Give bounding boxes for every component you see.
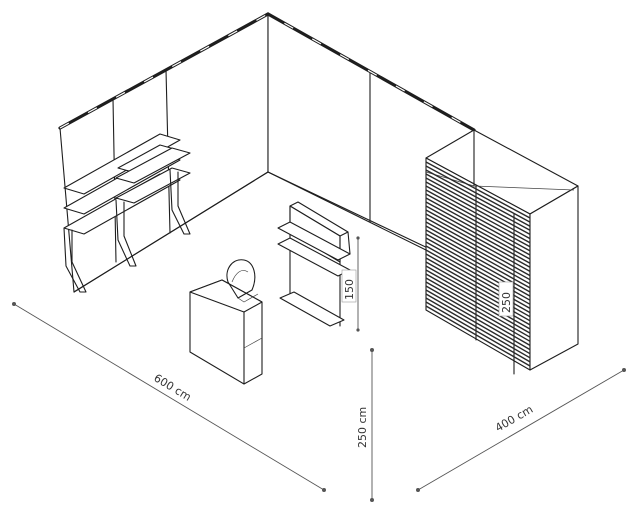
slat — [425, 277, 531, 338]
left-shelving — [63, 133, 191, 293]
height-dimension: 250 cm — [356, 348, 374, 502]
shelf-height-dimension: 150 — [341, 236, 360, 332]
width-dimension: 600 cm — [12, 302, 326, 492]
display-unit — [277, 201, 351, 327]
slat — [425, 209, 531, 268]
storage-height-dimension: 250 — [498, 281, 514, 317]
slat — [425, 289, 531, 351]
slat — [425, 189, 531, 248]
back-walls — [59, 13, 475, 293]
slat — [425, 273, 531, 334]
slat — [425, 169, 531, 227]
slat — [425, 213, 531, 273]
slat — [425, 205, 531, 264]
slat — [425, 285, 531, 347]
height-label: 250 cm — [356, 407, 369, 448]
slat — [425, 293, 531, 355]
storage-height-label: 250 — [500, 292, 513, 313]
slat — [425, 201, 531, 260]
slat — [425, 173, 531, 231]
slat — [425, 197, 531, 256]
slat — [425, 301, 531, 363]
slat — [425, 305, 531, 367]
chair — [226, 259, 259, 303]
slat — [425, 221, 531, 281]
top-rail — [58, 12, 476, 132]
slat — [425, 165, 531, 223]
slat — [425, 181, 531, 240]
slat — [425, 161, 531, 219]
slat — [425, 193, 531, 252]
slat — [425, 225, 531, 285]
depth-dimension: 400 cm — [416, 368, 626, 492]
slat — [425, 185, 531, 244]
slat — [425, 177, 531, 236]
slat — [425, 297, 531, 359]
slat — [425, 281, 531, 342]
slat — [425, 217, 531, 277]
shelf-height-label: 150 — [343, 279, 356, 300]
depth-label: 400 cm — [493, 403, 535, 435]
slat — [425, 269, 531, 330]
slat — [425, 229, 531, 289]
counter-block — [189, 279, 263, 385]
storage-room — [425, 129, 579, 375]
